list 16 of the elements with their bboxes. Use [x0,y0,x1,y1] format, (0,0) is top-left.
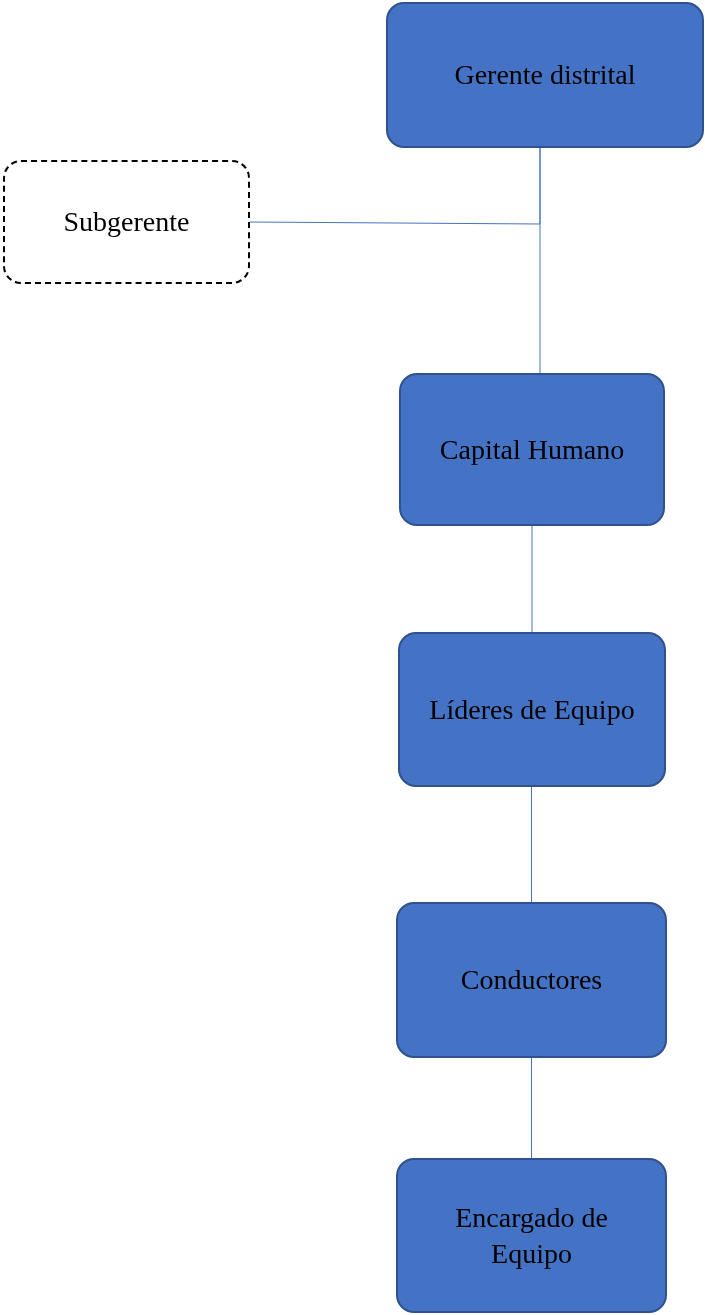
role-label: Gerente distrital [454,58,636,92]
dashed-role-box [3,160,250,284]
role-box [398,632,666,787]
role-label: Capital Humano [439,432,625,467]
role-box [386,2,704,148]
connector-line [531,786,532,903]
connector-line [531,1057,532,1159]
connector-line [531,525,533,633]
role-label: Encargado de Equipo [454,1200,609,1271]
role-box [399,373,665,526]
role-label: Conductores [460,963,603,997]
connector-line [249,147,541,225]
role-box [396,1158,667,1313]
role-label: Líderes de Equipo [429,692,635,727]
role-label: Subgerente [63,205,190,239]
role-box [396,902,667,1058]
